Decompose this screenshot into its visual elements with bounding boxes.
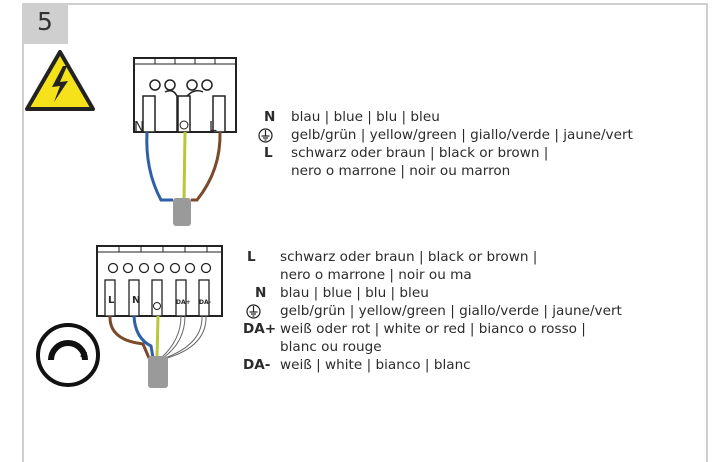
step-frame [22, 3, 708, 462]
ground-icon [246, 304, 261, 319]
legend-2-dap-text-2: blanc ou rouge [280, 339, 382, 355]
legend-2-l-text-1: schwarz oder braun | black or brown | [280, 249, 538, 265]
legend-1-l-text-1: schwarz oder braun | black or brown | [291, 145, 549, 161]
terminal-2-label-l: L [108, 295, 115, 306]
terminal-2-label-n: N [132, 295, 141, 306]
legend-2-l-text-2: nero o marrone | noir ou ma [280, 267, 472, 283]
terminal-2-label-dam: DA- [199, 299, 212, 306]
step-badge: 5 [22, 3, 68, 44]
terminal-block-1 [133, 57, 237, 226]
terminal-2-label-dap: DA+ [176, 299, 191, 306]
legend-1-l-text-2: nero o marrone | noir ou marron [291, 163, 511, 179]
legend-1: N blau | blue | blu | bleu gelb/grün | y… [256, 108, 696, 200]
legend-2-n-code: N [255, 285, 267, 301]
legend-2: L schwarz oder braun | black or brown | … [243, 248, 703, 398]
terminal-1-label-l: L [209, 119, 217, 135]
legend-1-pe-text: gelb/grün | yellow/green | giallo/verde … [291, 127, 633, 143]
legend-1-n-code: N [264, 109, 276, 125]
legend-2-l-code: L [247, 249, 256, 265]
legend-2-n-text: blau | blue | blu | bleu [280, 285, 429, 301]
legend-2-dap-text-1: weiß oder rot | white or red | bianco o … [280, 321, 586, 337]
terminal-1-label-n: N [134, 119, 145, 135]
legend-1-l-code: L [264, 145, 273, 161]
warning-electric-icon [25, 50, 95, 111]
legend-2-dam-code: DA- [243, 357, 271, 373]
ground-icon [258, 128, 273, 143]
step-number: 5 [37, 7, 53, 36]
legend-2-dam-text: weiß | white | bianco | blanc [280, 357, 471, 373]
legend-2-dap-code: DA+ [243, 321, 277, 337]
terminal-block-2 [96, 245, 223, 388]
dimmer-icon [36, 323, 100, 387]
legend-2-pe-text: gelb/grün | yellow/green | giallo/verde … [280, 303, 622, 319]
legend-1-n-text: blau | blue | blu | bleu [291, 109, 440, 125]
